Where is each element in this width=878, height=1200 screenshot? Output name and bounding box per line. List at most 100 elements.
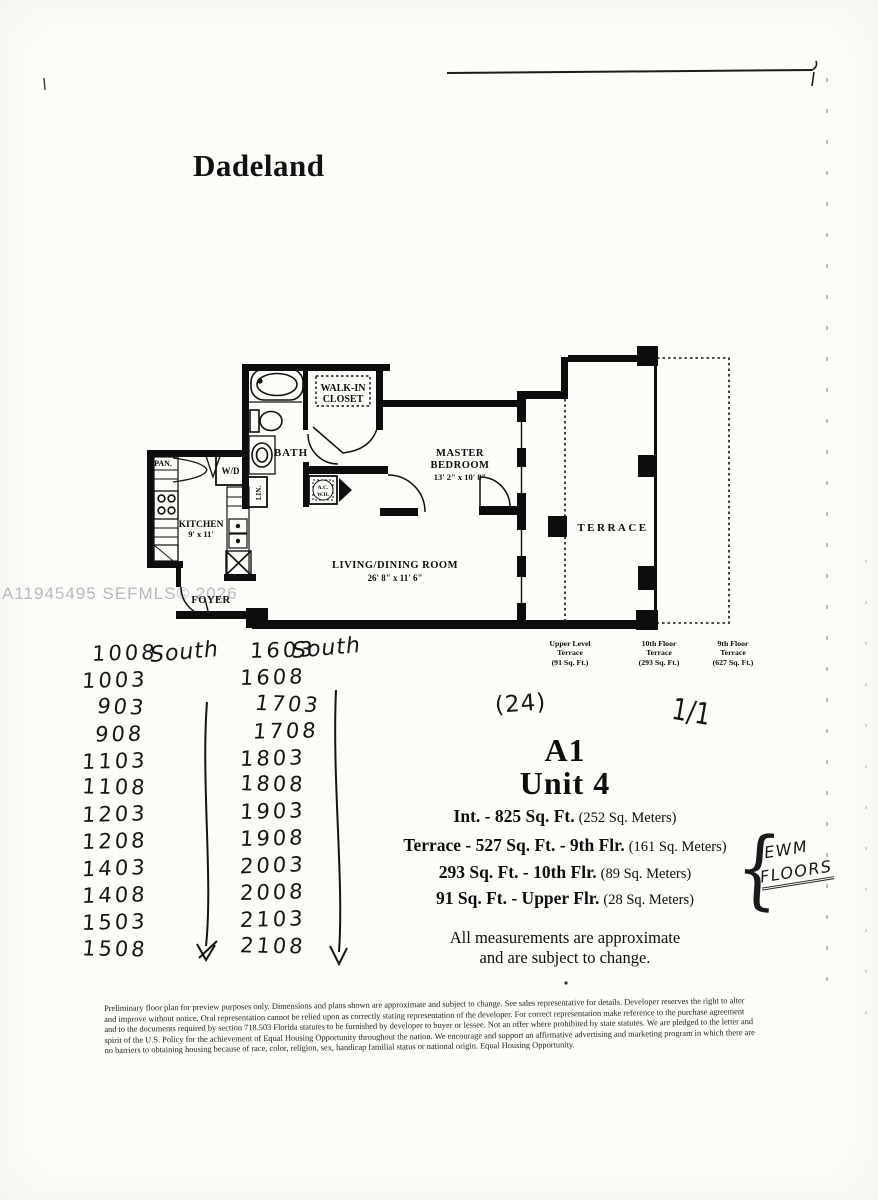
- unit-number: 1408: [81, 882, 149, 908]
- bedroom-door-arc: [479, 476, 511, 508]
- tenth-floor-terrace-caption: 10th Floor: [642, 639, 677, 648]
- kitchen-dims: 9' x 11': [188, 529, 214, 539]
- master-bedroom-label-2: BEDROOM: [431, 460, 490, 471]
- fixtures: [153, 368, 352, 576]
- living-dining-label: LIVING/DINING ROOM: [332, 560, 458, 571]
- svg-text:(293 Sq. Ft.): (293 Sq. Ft.): [639, 658, 680, 667]
- unit-name: Unit 4: [519, 765, 611, 801]
- interior-area-line: Int. - 825 Sq. Ft. (252 Sq. Meters): [330, 806, 800, 827]
- ac-door-marker: [339, 478, 352, 502]
- upper-level-terrace-caption: Upper Level: [549, 639, 591, 648]
- walkin-closet-label-2: CLOSET: [323, 394, 364, 405]
- terrace-10th-metric: (89 Sq. Meters): [600, 866, 692, 882]
- scan-line-top: [446, 69, 813, 74]
- pantry-door: [172, 457, 208, 483]
- svg-text:Terrace: Terrace: [557, 648, 583, 657]
- wd-door: [205, 455, 221, 480]
- walkin-closet-label-1: WALK-IN: [320, 383, 366, 394]
- toilet: [249, 409, 260, 433]
- svg-text:Terrace: Terrace: [720, 648, 746, 657]
- unit-number: 1708: [252, 718, 320, 744]
- unit-number: 1508: [80, 936, 149, 962]
- master-bedroom-label-1: MASTER: [436, 448, 484, 459]
- unit-number: 1703: [253, 690, 323, 717]
- hall-door-arc: [387, 474, 426, 513]
- walls: [147, 346, 658, 630]
- master-bedroom-dims: 13' 2" x 10' 8": [434, 472, 486, 482]
- closet-door-arc: [312, 426, 378, 454]
- door-swings: [180, 426, 511, 617]
- living-dining-dims: 26' 8" x 11' 6": [368, 573, 423, 583]
- unit-number: 1008: [91, 640, 159, 666]
- terrace-upper-line: 91 Sq. Ft. - Upper Flr. (28 Sq. Meters): [330, 888, 800, 909]
- unit-number: 1103: [81, 747, 149, 774]
- unit-number: 1803: [239, 744, 307, 771]
- terrace-9th-metric: (161 Sq. Meters): [628, 839, 727, 855]
- column-arrow-right-head: [329, 945, 348, 967]
- unit-number: 1403: [81, 855, 149, 882]
- unit-number: 2008: [239, 879, 307, 906]
- terrace-9th-bold: Terrace - 527 Sq. Ft. - 9th Flr.: [403, 835, 625, 855]
- unit-number: 1003: [81, 667, 149, 693]
- column-arrow-left: [204, 701, 210, 947]
- unit-number-column-left: 1008 1003 903 908 1103 1108 1203 1208 14…: [80, 640, 159, 964]
- linen-closet: [246, 476, 268, 508]
- model-name: A1: [544, 732, 586, 768]
- unit-number: 903: [95, 693, 149, 720]
- kitchen-label: KITCHEN: [179, 520, 224, 530]
- kitchen-sink: [228, 518, 248, 534]
- svg-text:(91 Sq. Ft.): (91 Sq. Ft.): [552, 658, 589, 667]
- scan-tick-left: [43, 77, 46, 91]
- page-note: 1/1: [669, 691, 714, 733]
- dashed-boundaries: [315, 357, 730, 624]
- unit-number: 908: [94, 721, 146, 747]
- floor-plan: PAN. W/D LIN. BATH WALK-IN CLOSET A.C. W…: [147, 346, 754, 667]
- measurements-note-1: All measurements are approximate: [449, 928, 681, 947]
- unit-number: 1503: [81, 909, 149, 935]
- terrace-9th-line: Terrace - 527 Sq. Ft. - 9th Flr. (161 Sq…: [330, 835, 800, 856]
- unit-number: 1203: [81, 801, 149, 828]
- bath-door-arc: [307, 433, 339, 465]
- bathtub: [250, 368, 304, 401]
- measurements-note-2: and are subject to change.: [479, 948, 651, 967]
- terrace-10th-bold: 293 Sq. Ft. - 10th Flr.: [438, 862, 597, 882]
- refrigerator: [153, 544, 179, 566]
- terrace-label: TERRACE: [577, 522, 648, 534]
- stove: [153, 490, 179, 520]
- terrace-upper-bold: 91 Sq. Ft. - Upper Flr.: [436, 888, 600, 908]
- terrace-captions: Upper Level Terrace (91 Sq. Ft.) 10th Fl…: [549, 639, 753, 667]
- ninth-floor-terrace-caption: 9th Floor: [718, 639, 750, 648]
- column-arrow-right: [334, 689, 342, 953]
- building-title: Dadeland: [193, 148, 325, 183]
- ac-label-1: A.C.: [318, 485, 329, 491]
- column-arrow-left-head: [196, 940, 218, 962]
- unit-number-column-right: 1603 1608 1703 1708 1803 1808 1903 1908 …: [238, 637, 323, 961]
- terrace-10th-line: 293 Sq. Ft. - 10th Flr. (89 Sq. Meters): [330, 862, 800, 883]
- unit-number: 1808: [239, 771, 307, 797]
- count-note: (24): [494, 689, 548, 719]
- unit-number: 1903: [239, 798, 307, 825]
- sliding-glass-windows: [515, 422, 528, 603]
- ac-closet: [308, 475, 338, 505]
- entry-door-arc: [180, 586, 211, 617]
- wd-label: W/D: [222, 466, 241, 476]
- pantry-label: PAN.: [154, 459, 172, 468]
- interior-area-metric: (252 Sq. Meters): [578, 810, 677, 826]
- bath-label: BATH: [274, 447, 308, 459]
- foyer-label: FOYER: [191, 595, 230, 606]
- vanity: [248, 435, 276, 475]
- mls-watermark: A11945495 SEFMLS© 2026: [2, 584, 238, 603]
- unit-number: 2103: [239, 906, 307, 932]
- unit-number: 2108: [238, 933, 307, 959]
- terrace-upper-metric: (28 Sq. Meters): [603, 892, 694, 908]
- unit-number: 2003: [239, 852, 307, 879]
- unit-number: 1208: [81, 828, 149, 855]
- unit-number: 1908: [239, 825, 307, 852]
- linen-label: LIN.: [255, 486, 263, 500]
- unit-number: 1608: [239, 664, 307, 690]
- legal-disclaimer: Preliminary floor plan for preview purpo…: [104, 996, 755, 1057]
- scan-line-hook: [811, 60, 818, 87]
- scan-dot: [564, 981, 568, 985]
